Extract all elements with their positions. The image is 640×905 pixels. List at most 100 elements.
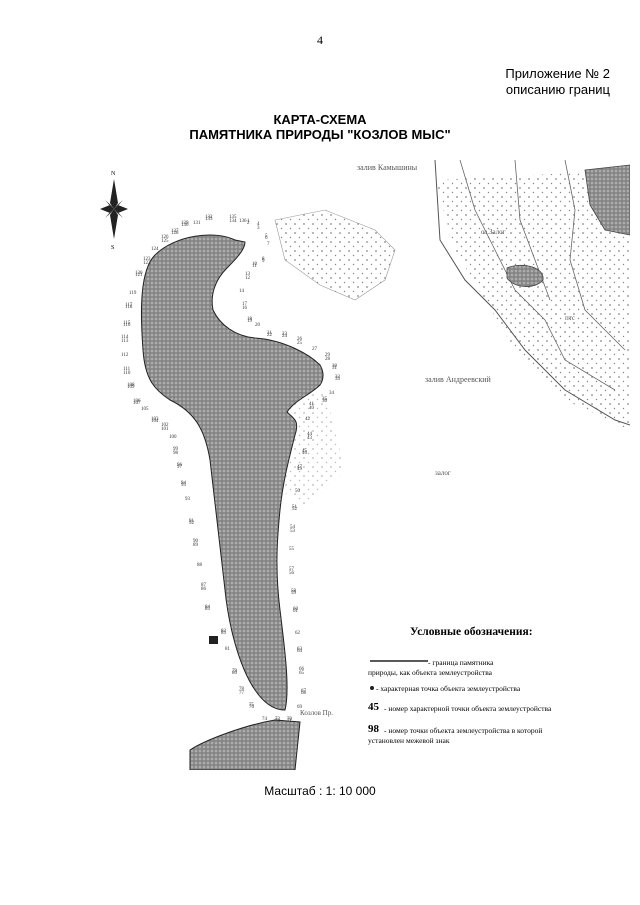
point-number-label: 17 [242,302,248,307]
point-number-label: 41 [309,402,315,407]
appendix-line-2: описанию границ [505,82,610,97]
legend-item-2: - характерная точка объекта землеустройс… [376,684,521,693]
point-number-label: 46 [302,451,308,456]
point-number-label: 18 [247,317,253,322]
appendix-line-1: Приложение № 2 [505,66,610,81]
point-number-label: 114 [121,335,129,340]
point-number-label: 86 [201,587,207,592]
point-number-label: 8 [262,257,265,262]
point-number-label: 130 [181,223,189,228]
point-number-label: 34 [329,391,335,396]
point-number-label: 66 [299,667,305,672]
point-number-label: 62 [295,631,301,636]
point-number-label: 59 [291,591,297,596]
point-number-label: 116 [123,323,131,328]
label-bay-kamyshny: залив Камышины [357,163,418,172]
point-number-label: 43 [307,436,313,441]
point-number-label: 36 [322,399,328,404]
point-number-label: 23 [282,332,288,337]
map-title-line-2: ПАМЯТНИКА ПРИРОДЫ "КОЗЛОВ МЫС" [189,127,451,142]
point-number-label: 105 [141,407,149,412]
point-number-label: 112 [121,353,129,358]
point-number-label: 71 [287,719,293,724]
point-number-label: 56 [289,571,295,576]
point-number-label: 20 [255,323,261,328]
boundary-marker [209,636,218,644]
map-title: КАРТА-СХЕМА ПАМЯТНИКА ПРИРОДЫ "КОЗЛОВ МЫ… [0,112,640,142]
point-number-label: 7 [267,242,270,247]
point-number-label: 104 [151,419,159,424]
point-number-label: 67 [301,689,307,694]
point-number-label: 65 [299,671,305,676]
reed-area-east [435,170,630,430]
compass-south-label: S [111,245,114,251]
point-number-label: 129 [181,221,189,226]
legend-item-1-line2: природы, как объекта землеустройства [368,668,493,677]
point-number-label: 100 [169,435,177,440]
point-number-label: 94 [181,481,187,486]
point-number-label: 21 [267,331,273,336]
point-number-label: 87 [201,583,207,588]
east-road-line-2 [564,159,626,351]
label-kozlov: Козлов Пр. [300,709,333,717]
point-number-label: 117 [125,303,133,308]
point-number-label: 58 [291,589,297,594]
point-number-label: 14 [239,289,245,294]
point-number-label: 61 [293,609,299,614]
reed-area-north [274,209,396,301]
legend-item-3-num: 45 [368,701,379,713]
point-number-label: 109 [127,385,135,390]
kozlov-cape-land [140,234,324,711]
point-number-label: 40 [309,406,315,411]
point-number-label: 49 [297,467,303,472]
point-number-label: 33 [335,377,341,382]
legend-title: Условные обозначения: [410,626,533,638]
point-number-label: 122 [143,261,151,266]
point-number-label: 131 [193,221,201,226]
point-number-label: 5 [265,234,268,239]
point-number-label: 44 [307,432,313,437]
point-number-label: 121 [135,273,143,278]
point-number-label: 134 [229,219,237,224]
point-number-label: 54 [290,525,296,530]
point-number-label: 55 [289,547,295,552]
point-number-label: 11 [252,264,257,269]
point-number-label: 127 [171,229,179,234]
point-number-label: 93 [185,497,191,502]
appendix-caption: Приложение № 2 описанию границ [505,66,610,98]
legend-item-4-line1: - номер точки объекта землеустройства в … [384,726,543,735]
point-number-label: 123 [143,257,151,262]
point-number-label: 120 [135,271,143,276]
point-number-label: 97 [177,465,183,470]
point-number-label: 80 [232,671,238,676]
point-number-label: 64 [297,649,303,654]
point-number-label: 92 [189,521,195,526]
point-number-label: 75 [249,703,255,708]
point-number-label: 119 [129,291,137,296]
point-number-label: 70 [287,717,293,722]
lake-east-top [584,164,630,236]
point-number-label: 16 [242,306,248,311]
point-number-label: 74 [262,717,268,722]
point-number-label: 2 [247,221,250,226]
east-shore-line [434,159,630,426]
point-number-label: 76 [249,705,255,710]
map-title-line-1: КАРТА-СХЕМА [273,112,367,127]
lake-east-small [506,264,544,287]
map-scale: Масштаб : 1: 10 000 [264,784,376,798]
point-number-label: 96 [177,463,183,468]
legend: - граница памятника природы, как объекта… [360,650,600,750]
point-number-label: 77 [239,691,245,696]
point-number-label: 85 [205,607,211,612]
point-number-label: 35 [322,397,328,402]
label-bay-andreevsky: залив Андреевский [425,375,492,384]
point-number-label: 99 [173,447,179,452]
point-number-label: 82 [221,629,227,634]
point-number-label: 136 [239,219,247,224]
point-number-label: 133 [205,217,213,222]
point-number-label: 31 [332,366,338,371]
point-number-label: 72 [275,717,281,722]
point-number-label: 24 [282,334,288,339]
point-number-label: 128 [171,231,179,236]
